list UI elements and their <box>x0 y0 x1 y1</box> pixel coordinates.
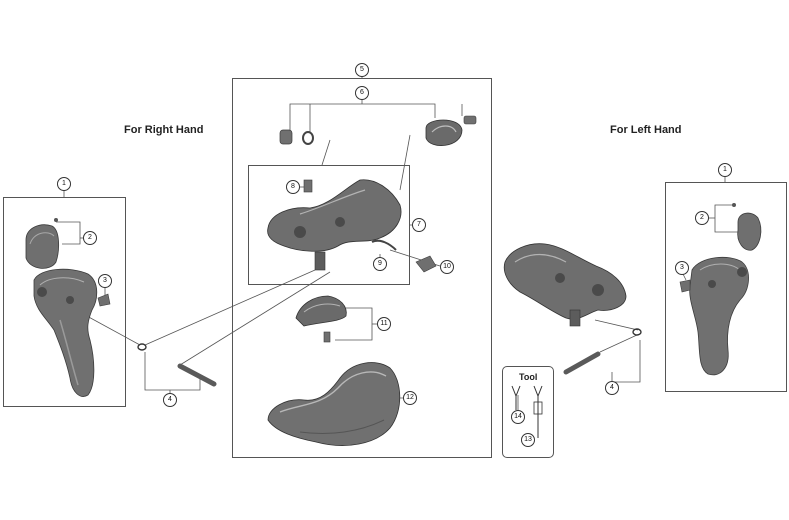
tool-title: Tool <box>519 372 538 382</box>
right-pin <box>137 343 217 387</box>
left-hood-cover <box>732 203 762 251</box>
bracket-screw-8 <box>303 179 313 193</box>
bracket-assembly-frame <box>232 78 492 458</box>
callout-2-right: 2 <box>83 231 97 245</box>
callout-9: 9 <box>373 257 387 271</box>
callout-11: 11 <box>377 317 391 331</box>
bracket-subassembly-frame <box>248 165 410 285</box>
callout-5: 5 <box>355 63 369 77</box>
callout-1-right: 1 <box>57 177 71 191</box>
heading-right-hand: For Right Hand <box>124 124 204 136</box>
left-lever-body <box>689 256 749 376</box>
callout-1-left: 1 <box>718 163 732 177</box>
callout-4-right: 4 <box>163 393 177 407</box>
callout-2-left: 2 <box>695 211 709 225</box>
callout-3-left: 3 <box>675 261 689 275</box>
right-cover-screw <box>54 218 58 222</box>
tool-wrench <box>511 385 543 438</box>
tool-box <box>502 366 554 458</box>
spring-part-9 <box>371 239 397 251</box>
callout-13: 13 <box>521 433 535 447</box>
left-small-part <box>679 279 691 293</box>
callout-4-left: 4 <box>605 381 619 395</box>
bracket-body <box>267 179 402 271</box>
leader-lines <box>56 75 738 430</box>
callout-6: 6 <box>355 86 369 100</box>
hood-cover-12 <box>267 362 401 446</box>
bracket-clamp-band <box>425 115 477 146</box>
right-lever-frame <box>3 197 126 407</box>
callout-3-right: 3 <box>98 274 112 288</box>
left-pin <box>563 328 642 375</box>
right-small-part <box>97 293 111 307</box>
right-lever-body <box>33 268 98 397</box>
left-bracket-body <box>503 243 627 327</box>
bracket-bolt-left <box>279 129 314 145</box>
callout-14: 14 <box>511 410 525 424</box>
rubber-part-10 <box>415 255 437 273</box>
callout-8: 8 <box>286 180 300 194</box>
callout-10: 10 <box>440 260 454 274</box>
heading-left-hand: For Left Hand <box>610 124 682 136</box>
cover-plate-11 <box>295 295 347 343</box>
callout-12: 12 <box>403 391 417 405</box>
right-hood-cover <box>25 224 60 269</box>
callout-7: 7 <box>412 218 426 232</box>
left-lever-frame <box>665 182 787 392</box>
